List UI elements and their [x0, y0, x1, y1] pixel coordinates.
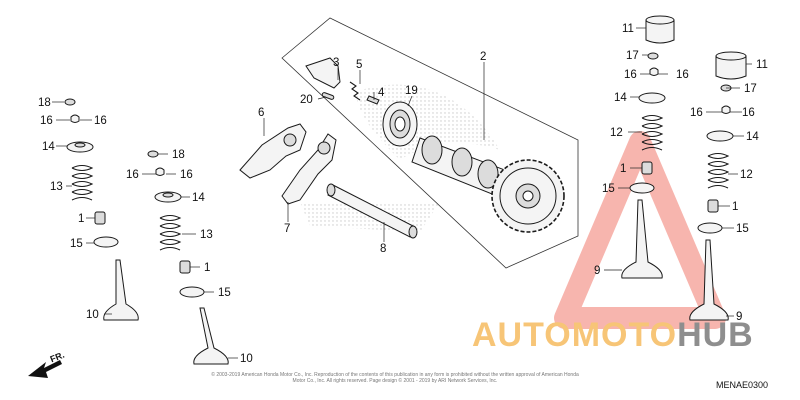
callout-15: 15 — [602, 183, 615, 195]
callout-14: 14 — [192, 192, 205, 204]
diagram-reference-code: MENAE0300 — [716, 380, 769, 390]
callout-1: 1 — [204, 262, 210, 274]
callout-labels: 18 16 16 14 13 1 15 10 18 16 16 14 13 1 … — [38, 23, 768, 365]
callout-20: 20 — [300, 94, 313, 106]
right-valve-stack-a[interactable] — [621, 15, 675, 279]
camshaft[interactable] — [411, 135, 565, 233]
callout-5: 5 — [356, 59, 362, 71]
callout-19: 19 — [405, 85, 418, 97]
watermark-part-b: HUB — [677, 316, 754, 354]
decompressor-parts[interactable] — [305, 57, 380, 105]
callout-10: 10 — [240, 353, 253, 365]
callout-1: 1 — [620, 163, 626, 175]
callout-17: 17 — [626, 50, 639, 62]
callout-13: 13 — [200, 229, 213, 241]
callout-15: 15 — [218, 287, 231, 299]
callout-2: 2 — [480, 51, 486, 63]
callout-14: 14 — [42, 141, 55, 153]
callout-15: 15 — [70, 238, 83, 250]
callout-4: 4 — [378, 87, 385, 99]
callout-9: 9 — [594, 265, 600, 277]
bearing[interactable] — [382, 101, 418, 147]
callout-16: 16 — [690, 107, 703, 119]
watermark-triangle — [554, 131, 726, 329]
callout-8: 8 — [380, 243, 386, 255]
left-valve-stack[interactable] — [64, 98, 139, 321]
callout-12: 12 — [740, 169, 753, 181]
automotohub-watermark: AUTOMOTOHUB — [472, 316, 754, 355]
callout-1: 1 — [732, 201, 738, 213]
callout-9: 9 — [736, 311, 742, 323]
callout-11: 11 — [622, 23, 634, 35]
watermark-part-a: AUTOMOTO — [472, 316, 678, 354]
camshaft-assembly-frame — [281, 17, 579, 269]
rocker-arms[interactable] — [239, 123, 337, 205]
center-left-valve-stack[interactable] — [147, 150, 229, 365]
callout-16: 16 — [180, 169, 193, 181]
callout-16: 16 — [624, 69, 637, 81]
callout-3: 3 — [333, 57, 339, 69]
callout-16: 16 — [126, 169, 139, 181]
callout-7: 7 — [284, 223, 290, 235]
front-direction-arrow — [28, 360, 62, 378]
callout-14: 14 — [746, 131, 759, 143]
callout-16: 16 — [742, 107, 755, 119]
copyright-notice: © 2003-2019 American Honda Motor Co., In… — [211, 372, 579, 384]
callout-17: 17 — [744, 83, 757, 95]
callout-18: 18 — [172, 149, 185, 161]
callout-6: 6 — [258, 107, 264, 119]
callout-15: 15 — [736, 223, 749, 235]
callout-18: 18 — [38, 97, 51, 109]
callout-11: 11 — [756, 59, 768, 71]
callout-10: 10 — [86, 309, 99, 321]
callout-16: 16 — [40, 115, 53, 127]
callout-14: 14 — [614, 92, 627, 104]
callout-13: 13 — [50, 181, 63, 193]
callout-1: 1 — [78, 213, 84, 225]
callout-16: 16 — [94, 115, 107, 127]
callout-16: 16 — [676, 69, 689, 81]
rocker-shaft[interactable] — [326, 183, 418, 239]
callout-12: 12 — [610, 127, 623, 139]
